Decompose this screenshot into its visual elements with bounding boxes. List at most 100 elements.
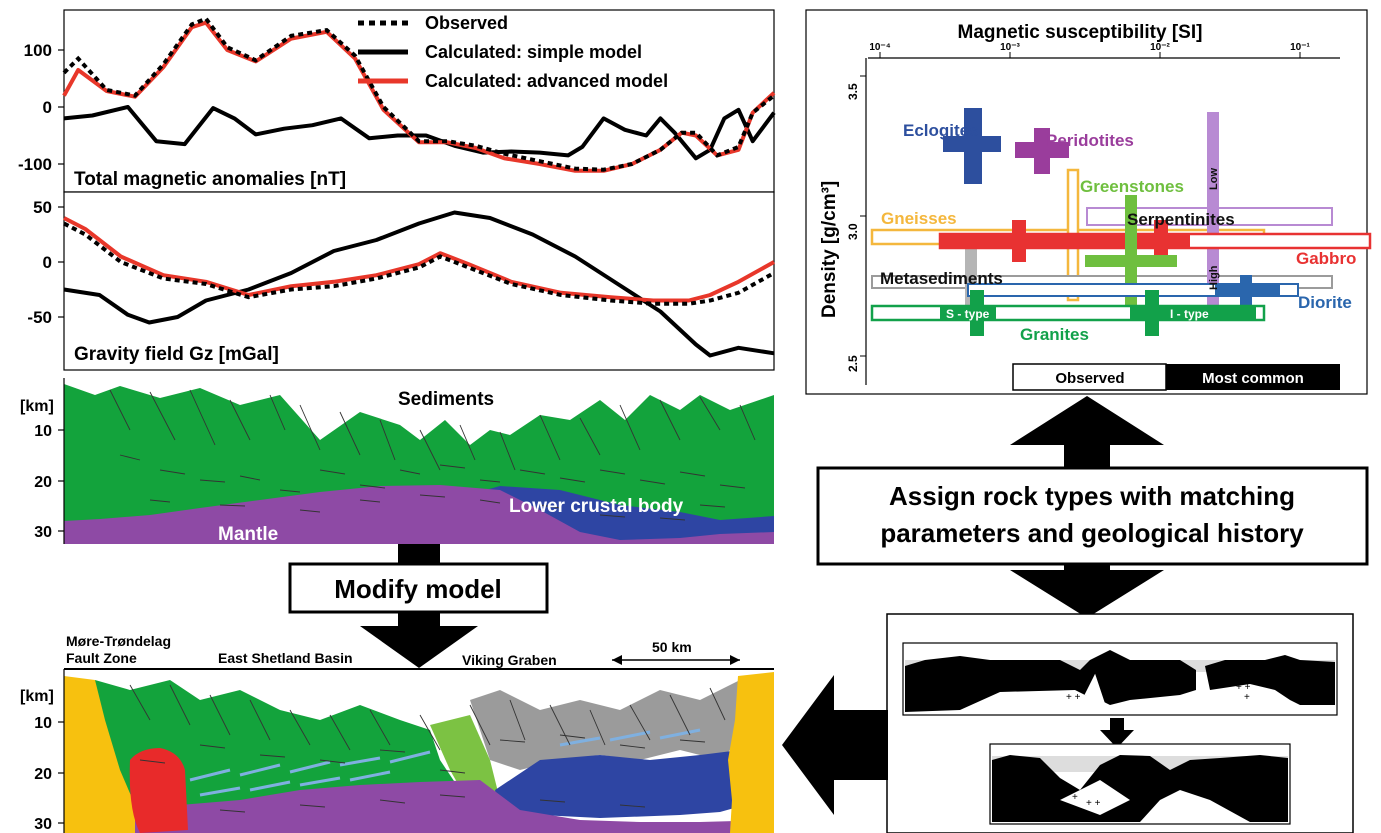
stype-label: S - type (946, 307, 990, 321)
mag-tick-0: 0 (43, 98, 52, 117)
grav-observed-line (63, 221, 775, 306)
bottom-depth-30: 30 (34, 816, 52, 833)
grav-tick-minus50: -50 (27, 308, 52, 327)
top-section-mantle (64, 485, 774, 544)
legend-common-box (1166, 364, 1340, 390)
eclogites-cross-horizontal (943, 136, 1001, 152)
lower-crust-label: Lower crustal body (509, 496, 684, 517)
bottom-section-mantle (64, 780, 774, 833)
tectonic-upper-plus-marks: ++ + + ++ (1066, 682, 1251, 703)
greenstones-label: Greenstones (1080, 177, 1184, 196)
top-depth-20: 20 (34, 474, 52, 491)
modify-model-arrow: Modify model (288, 544, 549, 668)
xtick-1e-3: 10⁻³ (1000, 42, 1020, 53)
bottom-km-label: [km] (20, 688, 54, 705)
bottom-section-gray (470, 680, 740, 770)
modify-model-label: Modify model (334, 574, 502, 604)
gabbro-label: Gabbro (1296, 249, 1356, 268)
tectonic-upper-plates (905, 650, 1335, 712)
tectonic-arrow-head (1100, 730, 1134, 748)
tectonic-lower-intrusion (1060, 780, 1130, 815)
svg-text:+: + (1072, 792, 1078, 803)
granites-label: Granites (1020, 325, 1089, 344)
scale-bar-50km: 50 km (612, 639, 740, 665)
top-section-faults (109, 389, 756, 521)
serp-high-label: High (1208, 265, 1220, 290)
susceptibility-ticks: 10⁻⁴ 10⁻³ 10⁻² 10⁻¹ (869, 42, 1311, 58)
arrow-stem-top (398, 544, 440, 564)
itype-label: I - type (1170, 307, 1209, 321)
assign-box (816, 466, 1369, 566)
grav-tick-50: 50 (33, 198, 52, 217)
legend-advanced-label: Calculated: advanced model (425, 71, 668, 91)
diorite-cross-horizontal (1215, 284, 1280, 296)
gabbro-cross-b (1154, 220, 1168, 262)
serpentinites-label: Serpentinites (1127, 210, 1235, 229)
gravity-panel: 50 0 -50 Gravity field Gz [mGal] (27, 191, 775, 371)
legend-observed-text: Observed (1055, 370, 1124, 387)
diorite-label: Diorite (1298, 293, 1352, 312)
grav-advanced-model-line (63, 216, 775, 303)
xtick-1e-1: 10⁻¹ (1290, 42, 1310, 53)
gravity-y-ticks: 50 0 -50 (27, 198, 64, 327)
bottom-section-depth-axis: [km] 10 20 30 (20, 669, 65, 833)
petrophysics-legend: Observed Most common (1012, 363, 1340, 391)
grav-tick-0: 0 (43, 253, 52, 272)
gabbro-cross-a (1012, 220, 1026, 262)
assign-line1: Assign rock types with matching (889, 481, 1295, 511)
bottom-cross-section: [km] 10 20 30 Møre-Trøndelag Fault Zone … (20, 633, 774, 833)
magnetic-panel: 100 0 -100 Observed Calculated: simple m… (18, 9, 776, 193)
metasediments-label: Metasediments (880, 269, 1003, 288)
bottom-depth-10: 10 (34, 715, 52, 732)
sediments-label: Sediments (398, 389, 494, 410)
serpentinites-common-bar (1207, 112, 1219, 312)
density-ticks: 3.5 3.0 2.5 (846, 75, 866, 372)
ytick-2-5: 2.5 (846, 355, 860, 372)
top-km-label: [km] (20, 398, 54, 415)
east-shetland-basin-label: East Shetland Basin (218, 650, 353, 666)
magnetic-title: Total magnetic anomalies [nT] (74, 169, 346, 190)
magnetic-legend: Observed Calculated: simple model Calcul… (358, 13, 668, 91)
top-depth-10: 10 (34, 423, 52, 440)
ytick-3-5: 3.5 (846, 83, 860, 100)
tectonic-panel: ++ + + ++ ++ ++ (886, 613, 1354, 833)
petrophysics-panel: Magnetic susceptibility [SI] 10⁻⁴ 10⁻³ 1… (805, 9, 1372, 395)
down-arrow (1010, 564, 1164, 618)
tectonic-arrow-stem (1110, 718, 1124, 732)
up-arrow (1010, 396, 1164, 468)
magnetic-panel-frame (63, 9, 775, 193)
tectonic-lower-plates (992, 755, 1288, 822)
xtick-1e-4: 10⁻⁴ (869, 42, 890, 53)
bottom-depth-20: 20 (34, 766, 52, 783)
magnetic-y-ticks: 100 0 -100 (18, 41, 64, 174)
left-arrow (782, 675, 888, 815)
tectonic-upper-intrusion (1084, 673, 1106, 706)
susceptibility-title: Magnetic susceptibility [SI] (958, 22, 1203, 43)
serp-low-label: Low (1208, 168, 1220, 190)
gabbro-common-bar (940, 235, 1190, 248)
assign-line2: parameters and geological history (880, 518, 1304, 548)
bottom-section-faults (129, 684, 726, 813)
ytick-3-0: 3.0 (846, 223, 860, 240)
svg-text:+: + (1072, 682, 1078, 693)
bottom-section-hatched-layers (189, 728, 701, 797)
arrow-stem-bottom (398, 612, 440, 626)
mag-tick-100: 100 (24, 41, 52, 60)
top-cross-section: [km] 10 20 30 Sediments Lower crustal bo… (20, 378, 774, 545)
mag-tick-minus100: -100 (18, 155, 52, 174)
eclogites-label: Eclogites (903, 121, 979, 140)
viking-graben-label: Viking Graben (462, 652, 557, 668)
more-trondelag-label: Møre-Trøndelag (66, 633, 171, 649)
svg-text:+ +: + + (1086, 798, 1101, 809)
svg-text:+: + (1244, 692, 1250, 703)
svg-text:+ +: + + (1236, 682, 1251, 693)
tectonic-lower-plus-marks: ++ ++ (1072, 792, 1101, 817)
scale-bar-label: 50 km (652, 639, 692, 655)
top-section-depth-axis: [km] 10 20 30 (20, 378, 65, 544)
density-axis-label: Density [g/cm³] (819, 181, 840, 318)
granites-itype-cross (1145, 290, 1159, 336)
gneisses-label: Gneisses (881, 209, 957, 228)
bottom-section-yellow-left (64, 676, 135, 833)
legend-observed-label: Observed (425, 13, 508, 33)
legend-common-text: Most common (1202, 370, 1304, 387)
